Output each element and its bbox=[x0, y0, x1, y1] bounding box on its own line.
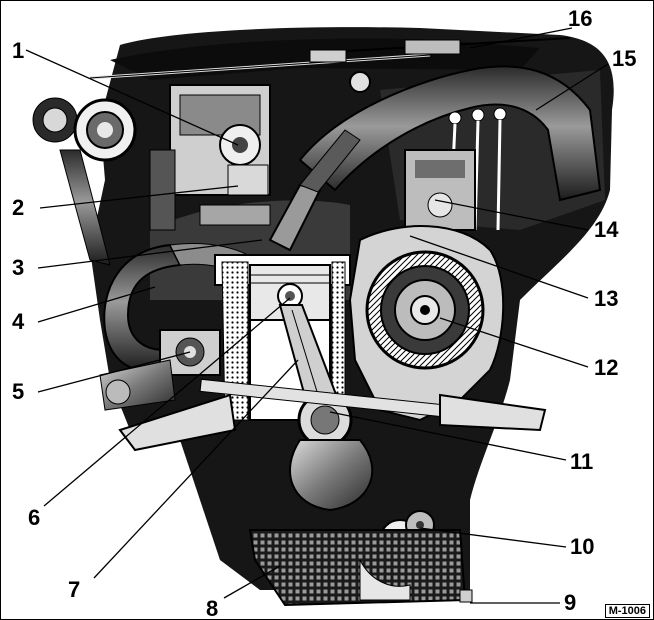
callout-5: 5 bbox=[12, 379, 25, 404]
turbocharger bbox=[32, 97, 137, 266]
callout-16: 16 bbox=[568, 6, 593, 31]
leader-line-15 bbox=[535, 63, 609, 111]
injection-pump bbox=[404, 149, 476, 231]
callout-7: 7 bbox=[68, 577, 81, 602]
callout-13: 13 bbox=[594, 286, 619, 311]
callout-15: 15 bbox=[612, 46, 637, 71]
leader-line-11 bbox=[329, 411, 567, 461]
reference-code: M-1006 bbox=[604, 604, 650, 618]
leader-line-6 bbox=[43, 297, 291, 507]
leader-line-3 bbox=[37, 239, 263, 269]
leader-line-14 bbox=[434, 199, 589, 231]
oil-sump bbox=[248, 529, 473, 607]
callout-2: 2 bbox=[12, 195, 25, 220]
mount-brackets bbox=[118, 393, 547, 452]
callout-12: 12 bbox=[594, 355, 619, 380]
callout-4: 4 bbox=[12, 309, 25, 334]
callout-8: 8 bbox=[206, 596, 219, 620]
valve-rod bbox=[268, 129, 361, 252]
callout-3: 3 bbox=[12, 255, 25, 280]
callout-10: 10 bbox=[570, 534, 595, 559]
timing-belt-cover bbox=[348, 225, 505, 422]
leader-line-10 bbox=[419, 527, 567, 548]
leader-line-13 bbox=[409, 235, 589, 299]
leader-line-5 bbox=[37, 351, 191, 393]
leader-line-2 bbox=[39, 185, 239, 209]
callout-14: 14 bbox=[594, 217, 619, 242]
camshaft-housing bbox=[149, 84, 271, 231]
callout-1: 1 bbox=[12, 38, 25, 63]
leader-lines bbox=[25, 27, 609, 604]
callout-11: 11 bbox=[570, 449, 594, 474]
callout-6: 6 bbox=[28, 505, 41, 530]
leader-line-8 bbox=[223, 565, 281, 599]
leader-line-16 bbox=[469, 27, 573, 49]
leader-line-12 bbox=[439, 317, 589, 368]
callout-9: 9 bbox=[564, 590, 577, 615]
top-cover bbox=[89, 37, 571, 93]
leader-line-1 bbox=[25, 49, 239, 146]
leader-line-4 bbox=[37, 286, 156, 323]
leader-line-7 bbox=[93, 359, 299, 579]
